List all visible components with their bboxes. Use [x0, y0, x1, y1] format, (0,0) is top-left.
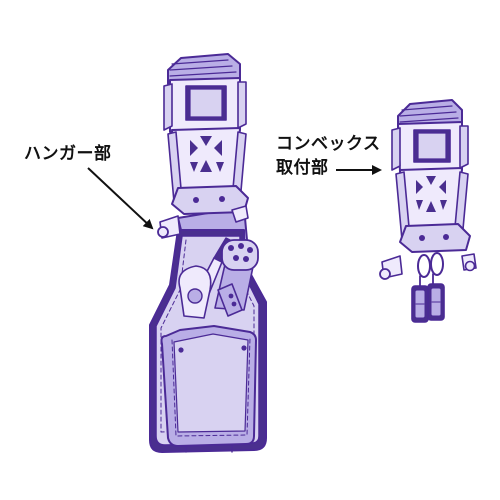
grip-tool: [217, 283, 243, 317]
hanger-arrow: [87, 167, 154, 230]
convex-label-line1: コンベックス: [276, 134, 381, 154]
attachment-rings: [417, 252, 444, 287]
holster-with-hanger: [149, 53, 267, 453]
tool-pouch: [149, 206, 267, 453]
hanger-label: ハンガー部: [24, 144, 112, 164]
convex-attachment-holder: [379, 99, 477, 323]
snap-buckles: [411, 283, 445, 323]
hanger-part: [157, 53, 249, 239]
convex-label-line2: 取付部: [276, 158, 329, 178]
knife-handle: [178, 265, 212, 319]
